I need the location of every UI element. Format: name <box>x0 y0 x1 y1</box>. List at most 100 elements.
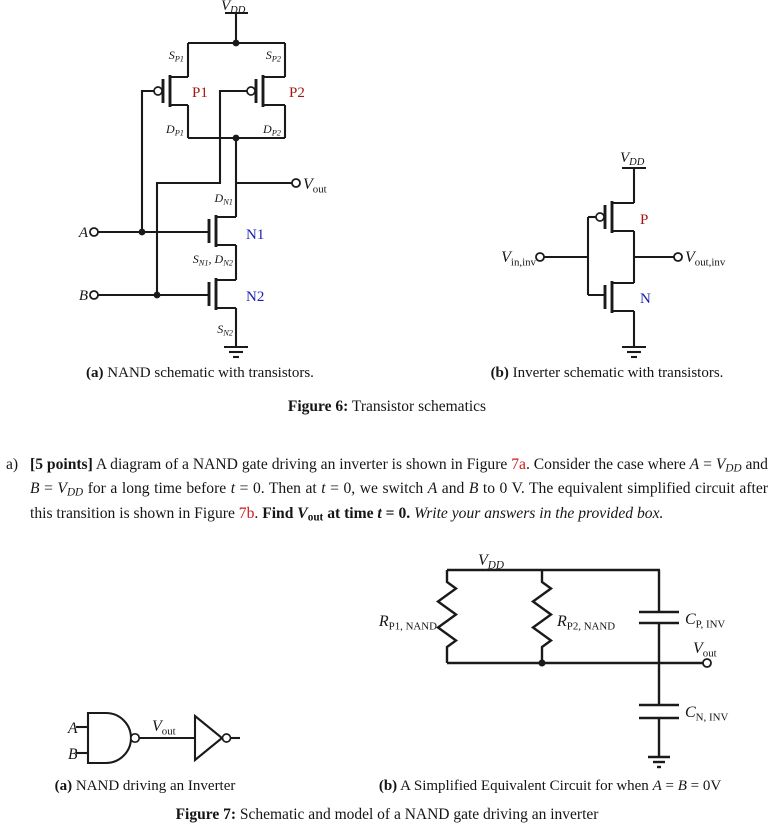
nmos-n: N <box>588 281 651 347</box>
transistor-label-n2: N2 <box>246 289 264 305</box>
vdd-supply: VDD <box>221 0 248 47</box>
transistor-label-p: P <box>640 212 648 228</box>
pmos-p1: P1 SP1 DP1 <box>140 48 208 232</box>
fig6b-caption: (b) Inverter schematic with transistors. <box>490 365 724 381</box>
figure-ref-7a[interactable]: 7a <box>511 456 526 473</box>
vout-label: Vout <box>303 176 327 195</box>
vdd-supply: VDD <box>620 150 646 203</box>
text-run: = <box>661 778 678 794</box>
text-run: B <box>677 778 687 794</box>
text-run: Find <box>262 504 298 522</box>
vout-node: Vout <box>447 640 717 668</box>
text-run: for a long time before <box>83 480 231 498</box>
text-run: A <box>689 456 700 473</box>
vin-inv-label: Vin,inv <box>501 249 536 268</box>
pmos-p: P <box>588 201 648 233</box>
nand-gate-symbol-schematic: A B Vout <box>67 711 240 765</box>
text-run: t <box>377 504 382 522</box>
input-vin: Vin,inv <box>501 249 588 268</box>
text-run: V <box>297 504 308 522</box>
text-run: A <box>652 778 662 794</box>
inverter-transistor-schematic: VDD P Vin,inv Vout,inv <box>501 150 726 359</box>
text-run: A Simplified Equivalent Circuit for when <box>397 778 653 794</box>
text-run: V <box>57 480 67 498</box>
sn1-dn2-label: SN1, DN2 <box>193 252 233 268</box>
fig7b-caption: (b) A Simplified Equivalent Circuit for … <box>378 778 722 794</box>
input-a-label: A <box>78 225 89 241</box>
pmos-p2: P2 SP2 DP2 <box>155 48 305 295</box>
input-a: A <box>67 720 88 737</box>
text-run: A <box>427 480 438 498</box>
vout-terminal: Vout <box>236 176 327 195</box>
problem-statement: a) [5 points] A diagram of a NAND gate d… <box>0 455 768 528</box>
transistor-label-p1: P1 <box>192 85 208 101</box>
transistor-label-n1: N1 <box>246 227 264 243</box>
text-run: at time <box>323 504 378 522</box>
text-run: V <box>715 456 726 473</box>
input-b-label: B <box>68 746 78 763</box>
text-run: = <box>699 456 716 473</box>
inverter-output-bubble <box>221 733 232 743</box>
fig7a-caption: (a) NAND driving an Inverter <box>54 778 236 794</box>
input-a-label: A <box>67 720 78 737</box>
transistor-label-n: N <box>640 291 651 307</box>
nand-transistor-schematic: VDD P1 SP1 DP1 <box>78 0 327 359</box>
text-run: and <box>437 480 469 498</box>
dp2-label: DP2 <box>262 122 281 138</box>
vout-inv-label: Vout,inv <box>685 249 726 268</box>
resistor-rp1-nand: RP1, NAND <box>378 570 459 663</box>
input-b: B <box>68 746 88 763</box>
vdd-label: VDD <box>221 0 246 16</box>
text-run: . <box>254 504 263 522</box>
rp2-label: RP2, NAND <box>556 613 615 632</box>
figure-ref-7b[interactable]: 7b <box>238 504 255 522</box>
text-run: = 0. Then at <box>235 480 322 498</box>
vdd-label: VDD <box>478 552 504 571</box>
input-b-label: B <box>79 288 88 304</box>
pmos-gate-bubble <box>153 86 163 96</box>
input-b: B <box>79 288 209 304</box>
nand-gate <box>86 711 141 765</box>
text-run: t <box>321 480 326 498</box>
nmos-n2: N2 SN2 <box>207 278 264 347</box>
capacitor-cn-inv: CN, INV <box>639 703 728 757</box>
text-run: A diagram of a NAND gate driving an inve… <box>92 456 512 473</box>
text-run: . Consider the case where <box>525 456 690 473</box>
text-run: t <box>230 480 236 498</box>
vdd-label: VDD <box>620 150 645 168</box>
fig6a-caption: (a) NAND schematic with transistors. <box>86 365 314 381</box>
list-marker: a) <box>6 456 19 473</box>
problem-text: [5 points] A diagram of a NAND gate driv… <box>30 456 768 523</box>
vout-label: Vout <box>152 718 176 737</box>
cp-label: CP, INV <box>685 611 725 630</box>
sp1-label: SP1 <box>169 48 184 64</box>
text-run: and <box>741 456 768 473</box>
transistor-label-p2: P2 <box>289 85 305 101</box>
cn-label: CN, INV <box>685 704 728 723</box>
ground-symbol <box>648 755 670 769</box>
text-run: = 0V <box>686 778 722 794</box>
rp1-label: RP1, NAND <box>378 613 437 632</box>
dp1-label: DP1 <box>165 122 184 138</box>
inverter-gate <box>193 713 240 763</box>
text-run: = <box>39 480 58 498</box>
capacitor-cp-inv: CP, INV <box>639 570 725 705</box>
text-run: B <box>468 480 479 498</box>
text-run: = 0. <box>381 504 411 522</box>
dn1-label: DN1 <box>214 191 233 207</box>
resistor-rp2-nand: RP2, NAND <box>530 570 615 663</box>
pmos-gate-bubble <box>595 212 605 222</box>
input-a: A <box>78 225 209 241</box>
output-vout-inv: Vout,inv <box>634 249 726 268</box>
equivalent-circuit-schematic: VDD RP1, NAND RP2, NAND CP, INV Vout <box>378 552 728 769</box>
nand-output-bubble <box>129 732 141 744</box>
text-run: Write your answers in the provided box. <box>414 504 664 522</box>
text-run: [5 points] <box>30 456 93 473</box>
sn2-label: SN2 <box>217 322 233 338</box>
ground-symbol <box>224 345 248 359</box>
text-run: DD <box>66 486 84 499</box>
figure6-caption: Figure 6: Transistor schematics <box>287 398 487 415</box>
text-run: B <box>30 480 40 498</box>
nmos-n1: DN1 N1 SN1, DN2 <box>193 191 264 280</box>
